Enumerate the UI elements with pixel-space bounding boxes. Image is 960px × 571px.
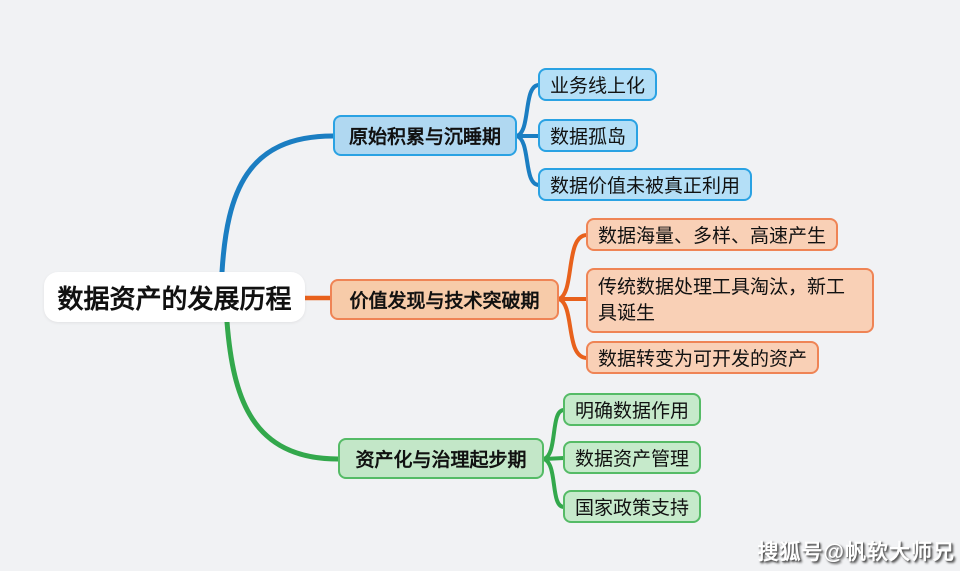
branch-node-stage-3[interactable]: 资产化与治理起步期 [338,438,544,479]
child-node-stage-1-item-2[interactable]: 数据孤岛 [538,119,639,152]
connector-branch-2-child-1 [557,233,589,301]
connector-branch-3-child-1 [542,408,566,461]
watermark-text: 搜狐号@帆软大师兄 [757,541,955,564]
child-node-stage-2-item-1[interactable]: 数据海量、多样、高速产生 [586,218,839,251]
connector-branch-1-child-3 [515,134,541,187]
connector-root-to-branch-1 [219,133,336,275]
branch-node-stage-2[interactable]: 价值发现与技术突破期 [330,279,559,320]
branch-node-stage-1[interactable]: 原始积累与沉睡期 [333,115,517,156]
child-node-stage-2-item-3[interactable]: 数据转变为可开发的资产 [586,341,820,374]
connector-branch-3-child-2 [542,456,566,461]
connector-root-to-branch-3 [224,319,341,462]
child-node-stage-3-item-3[interactable]: 国家政策支持 [563,490,702,523]
child-node-stage-3-item-2[interactable]: 数据资产管理 [563,441,702,474]
child-node-stage-3-item-1[interactable]: 明确数据作用 [563,393,702,426]
connector-branch-2-child-3 [557,297,589,360]
connector-branch-1-child-1 [515,83,541,138]
root-node[interactable]: 数据资产的发展历程 [44,272,305,322]
child-node-stage-1-item-1[interactable]: 业务线上化 [538,68,658,101]
connector-branch-3-child-3 [542,457,566,509]
child-node-stage-1-item-3[interactable]: 数据价值未被真正利用 [538,168,753,201]
child-node-stage-2-item-2[interactable]: 传统数据处理工具淘汰，新工具诞生 [586,268,874,334]
